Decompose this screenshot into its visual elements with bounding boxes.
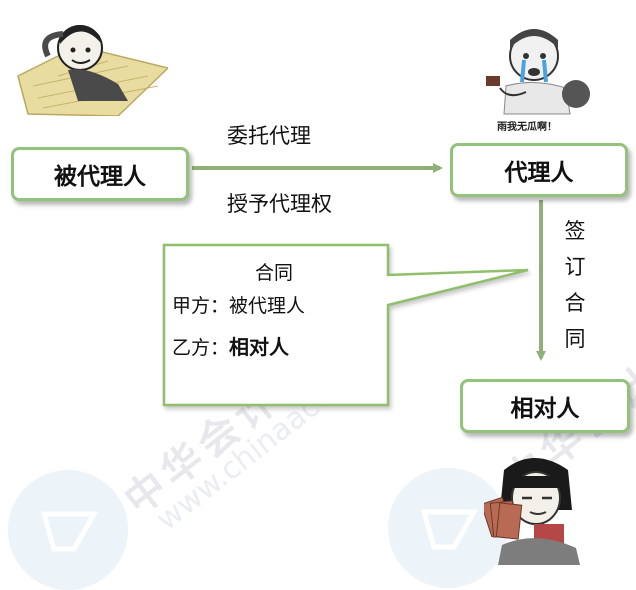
party-b-value: 相对人 <box>229 335 290 359</box>
watermark-logo-right <box>388 468 508 588</box>
callout-party-b: 乙方：相对人 <box>172 331 289 360</box>
party-b-label: 乙方： <box>172 337 230 359</box>
sticker-crying-man-icon <box>486 29 590 115</box>
callout-title: 合同 <box>255 262 294 284</box>
sticker-crying-caption: 雨我无瓜啊！ <box>497 122 557 133</box>
contract-callout-shape <box>162 243 529 407</box>
party-a-value: 被代理人 <box>229 295 306 317</box>
node-counterparty: 相对人 <box>460 379 630 433</box>
node-principal: 被代理人 <box>11 147 189 201</box>
callout-party-a: 甲方：被代理人 <box>172 291 305 318</box>
edge-label-entrust: 委托代理 <box>227 124 311 148</box>
edge-label-authorize: 授予代理权 <box>227 192 332 216</box>
node-counterparty-label: 相对人 <box>510 396 580 422</box>
sticker-money-girl-icon <box>484 458 580 565</box>
edge-label-sign-contract: 签订合同 <box>564 219 586 351</box>
sticker-relaxed-man-icon <box>17 25 168 116</box>
watermark-logo-left <box>8 470 128 590</box>
node-agent-label: 代理人 <box>504 160 574 186</box>
party-a-label: 甲方： <box>172 295 230 317</box>
node-principal-label: 被代理人 <box>54 164 146 190</box>
node-agent: 代理人 <box>450 143 628 197</box>
